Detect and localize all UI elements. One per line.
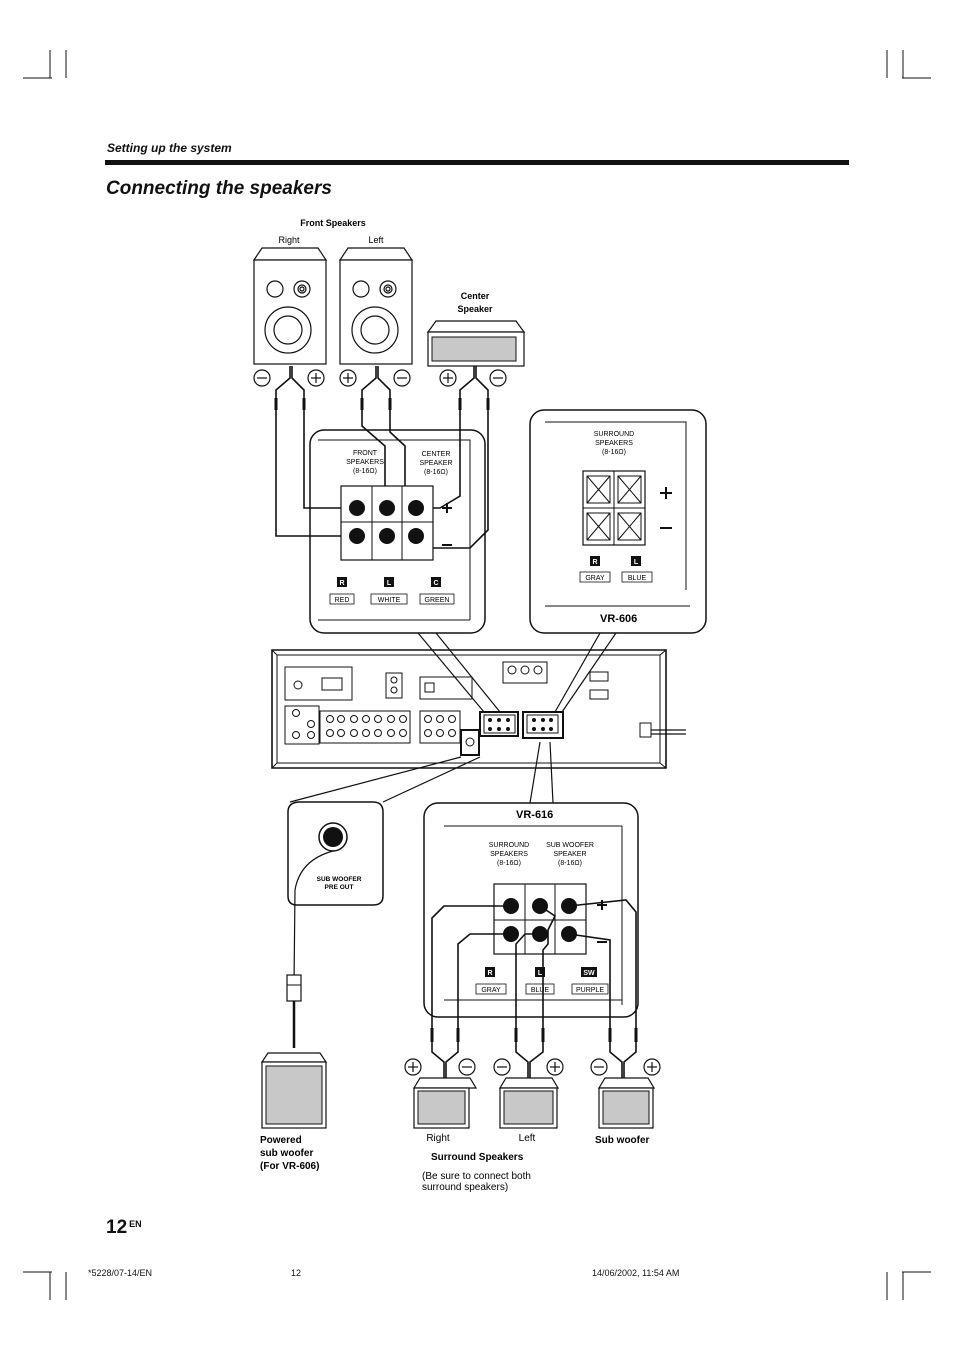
callout-lines [289, 632, 617, 804]
front-speakers-impedance: (8-16Ω) [353, 468, 377, 475]
vr606-gray-label: GRAY [585, 575, 605, 582]
vr616-purple-label: PURPLE [576, 987, 604, 994]
green-label: GREEN [425, 597, 450, 604]
powered-label-1: Powered [260, 1135, 302, 1146]
front-speakers-label: FRONT [353, 450, 378, 457]
vr606-surround-label-2: SPEAKERS [595, 440, 633, 447]
surround-speakers-heading: Surround Speakers [431, 1152, 524, 1163]
center-speaker-impedance: (8-16Ω) [424, 469, 448, 476]
vr616-model-label: VR-616 [516, 809, 553, 821]
center-speaker-label-2: SPEAKER [419, 460, 452, 467]
red-label: RED [335, 597, 350, 604]
r-tag: R [339, 580, 344, 587]
subwoofer-label: Sub woofer [595, 1135, 650, 1146]
footer-code: *5228/07-14/EN [88, 1268, 153, 1278]
center-label-1: Center [461, 291, 490, 301]
front-speakers-label-2: SPEAKERS [346, 459, 384, 466]
vr616-gray-label: GRAY [481, 987, 501, 994]
vr606-model-label: VR-606 [600, 613, 637, 625]
vr616-blue-label: BLUE [531, 987, 550, 994]
front-left-label: Left [368, 235, 384, 245]
surround-right-label: Right [426, 1133, 450, 1144]
front-center-terminal-panel: FRONT SPEAKERS (8-16Ω) CENTER SPEAKER (8… [309, 429, 486, 634]
white-label: WHITE [378, 597, 401, 604]
powered-subwoofer: Powered sub woofer (For VR-606) [260, 1052, 328, 1172]
front-right-label: Right [278, 235, 300, 245]
vr616-subwoofer-label-2: SPEAKER [553, 851, 586, 858]
footer-page-number: 12 [291, 1268, 302, 1278]
vr606-r-tag: R [592, 559, 597, 566]
vr616-subwoofer-label: SUB WOOFER [546, 842, 594, 849]
c-tag: C [433, 580, 438, 587]
vr616-subwoofer-impedance: (8-16Ω) [558, 860, 582, 867]
page-number-value: 12 [106, 1217, 128, 1238]
vr616-surround-label-2: SPEAKERS [490, 851, 528, 858]
footer-timestamp: 14/06/2002, 11:54 AM [592, 1268, 680, 1278]
preout-label: SUB WOOFER [317, 876, 362, 883]
vr616-sw-tag: SW [583, 970, 595, 977]
surround-left-label: Left [519, 1133, 536, 1144]
front-speakers-heading: Front Speakers [300, 218, 366, 228]
vr616-l-tag: L [538, 970, 543, 977]
surround-sub-cables [430, 899, 638, 1078]
vr606-blue-label: BLUE [628, 575, 647, 582]
surround-note-2: surround speakers) [422, 1182, 508, 1193]
center-speaker-label: CENTER [422, 451, 451, 458]
header-rule [105, 160, 849, 165]
section-header: Setting up the system [107, 141, 232, 155]
vr616-surround-label: SURROUND [489, 842, 529, 849]
vr606-impedance: (8-16Ω) [602, 449, 626, 456]
receiver-rear-panel [271, 649, 686, 769]
crop-marks [23, 50, 931, 1300]
vr616-panel: VR-616 SURROUND SPEAKERS (8-16Ω) SUB WOO… [423, 802, 639, 1018]
page-title: Connecting the speakers [106, 178, 332, 199]
surround-note-1: (Be sure to connect both [422, 1171, 531, 1182]
powered-label-2: sub woofer [260, 1148, 313, 1159]
vr616-surround-impedance: (8-16Ω) [497, 860, 521, 867]
vr616-r-tag: R [487, 970, 492, 977]
subwoofer-preout-panel: SUB WOOFER PRE OUT [286, 801, 384, 1048]
vr606-surround-panel: SURROUND SPEAKERS (8-16Ω) R L GRAY BLUE … [529, 409, 707, 634]
preout-label-2: PRE OUT [325, 884, 354, 891]
vr606-l-tag: L [634, 559, 639, 566]
top-polarity-symbols [253, 369, 507, 387]
vr606-surround-label: SURROUND [594, 431, 634, 438]
l-tag: L [387, 580, 392, 587]
front-speakers: Front Speakers Right Left [252, 218, 414, 365]
bottom-polarity-symbols [404, 1058, 661, 1076]
center-label-2: Speaker [457, 304, 493, 314]
powered-label-3: (For VR-606) [260, 1161, 319, 1172]
surround-and-sub-speakers: Right Left Surround Speakers (Be sure to… [412, 1077, 656, 1193]
center-speaker: Center Speaker [426, 291, 526, 367]
language-code: EN [129, 1219, 142, 1229]
